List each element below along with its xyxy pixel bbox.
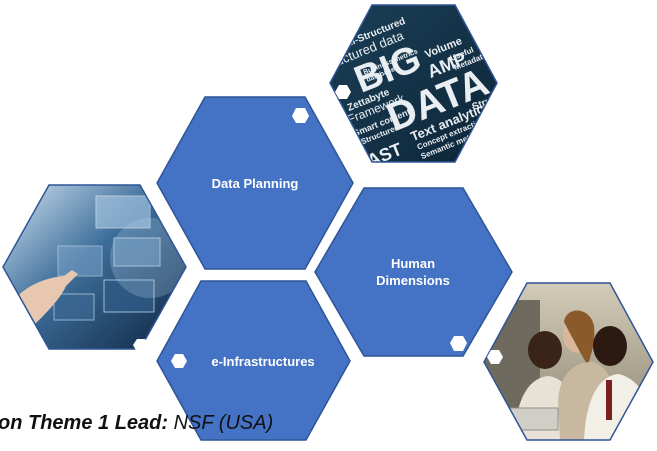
human-dimensions-label-line1: Human xyxy=(391,256,435,271)
photo-hex-big-data: Semi-Structured structured data BIG Volu… xyxy=(329,4,498,163)
photo-hex-touchscreen xyxy=(2,184,187,352)
photo-hex-people xyxy=(483,282,654,441)
people-photo-image xyxy=(484,283,653,440)
e-infrastructures-label: e-Infrastructures xyxy=(211,354,314,369)
hex-corner-dot xyxy=(487,350,503,364)
hex-corner-dot xyxy=(335,85,351,99)
human-dimensions-label-line2: Dimensions xyxy=(376,273,450,288)
theme-lead-caption: on Theme 1 Lead: NSF (USA) xyxy=(0,412,273,435)
data-planning-label: Data Planning xyxy=(212,176,299,191)
caption-bold-part: on Theme 1 Lead: xyxy=(0,412,169,434)
touchscreen-image xyxy=(3,185,186,349)
hex-data-planning: Data Planning xyxy=(156,96,354,270)
hex-corner-dot xyxy=(171,354,187,368)
hex-e-infrastructures: e-Infrastructures xyxy=(156,280,351,441)
hex-corner-dot xyxy=(133,339,149,352)
hex-human-dimensions: Human Dimensions xyxy=(314,187,513,357)
caption-lead-name: NSF (USA) xyxy=(168,412,274,434)
hex-corner-dot xyxy=(450,336,467,351)
hex-corner-dot xyxy=(292,108,309,123)
